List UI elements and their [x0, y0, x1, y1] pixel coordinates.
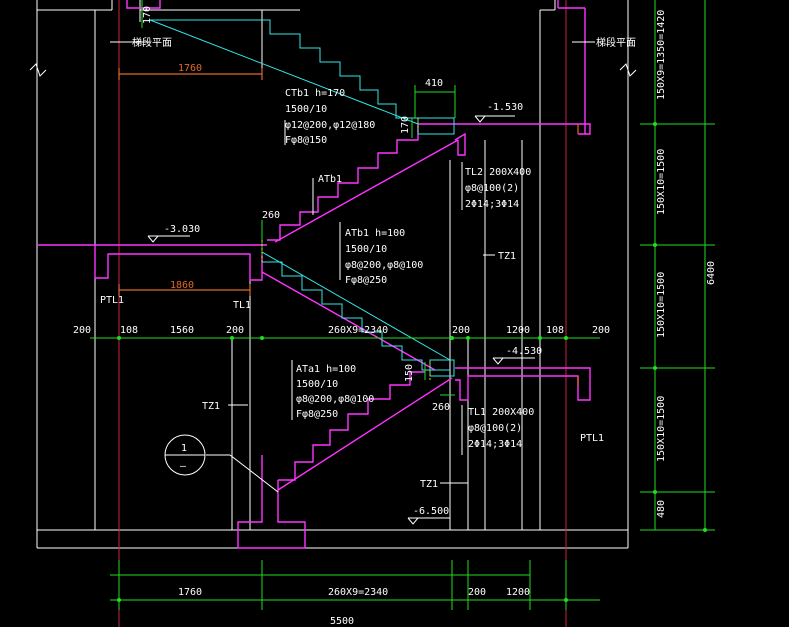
leaders [110, 41, 595, 525]
dim-row1-108a: 108 [120, 325, 138, 336]
atb1-line-4: Fφ8@250 [345, 275, 387, 286]
tl1-line-3: 2Φ14;3Φ14 [468, 439, 522, 450]
ptl1-left: PTL1 [100, 295, 124, 306]
joint-marks [261, 118, 431, 382]
right-dim-5: 480 [656, 500, 667, 518]
elevation-1530: -1.530 [487, 102, 523, 113]
dim-1860: 1860 [170, 280, 194, 291]
ata1-line-3: φ8@200,φ8@100 [296, 394, 374, 405]
stair-flights-cyan [149, 19, 455, 377]
tl2-line-2: φ8@100(2) [465, 183, 519, 194]
dim-410: 410 [425, 78, 443, 89]
dim-row1-200d: 200 [592, 325, 610, 336]
axis-lines [118, 0, 567, 627]
dim-260-mid: 260 [262, 210, 280, 221]
dim-1760-top: 1760 [178, 63, 202, 74]
dimension-ticks [117, 122, 707, 602]
atb1-line-1: ATb1 h=100 [345, 228, 405, 239]
floor-label-right: 梯段平面 [596, 36, 636, 49]
tl1-left: TL1 [233, 300, 251, 311]
dim-150: 150 [404, 364, 415, 382]
ata1-line-2: 1500/10 [296, 379, 338, 390]
elevation-4530: -4.530 [506, 346, 542, 357]
tz1-left: TZ1 [202, 401, 220, 412]
dim-row1-200c: 200 [452, 325, 470, 336]
floor-label-left: 梯段平面 [132, 36, 172, 49]
ctb1-line-2: 1500/10 [285, 104, 327, 115]
right-dim-2: 150X10=1500 [656, 149, 667, 215]
break-symbols [29, 63, 637, 77]
tl1-line-2: φ8@100(2) [468, 423, 522, 434]
elevation-3030: -3.030 [164, 224, 200, 235]
dim-row2-1200: 1200 [506, 587, 530, 598]
tl2-line-3: 2Φ14;3Φ14 [465, 199, 519, 210]
structure-outline [37, 0, 591, 549]
tz1-lower: TZ1 [420, 479, 438, 490]
dimension-lines [90, 0, 715, 610]
ata1-line-4: Fφ8@250 [296, 409, 338, 420]
tl2-line-1: TL2 200X400 [465, 167, 531, 178]
dim-row1-200b: 200 [226, 325, 244, 336]
ctb1-line-4: Fφ8@150 [285, 135, 327, 146]
right-total: 6400 [706, 261, 717, 285]
dim-row1-1200: 1200 [506, 325, 530, 336]
wall-lines [36, 0, 629, 549]
elevation-6500: -6.500 [413, 506, 449, 517]
dim-row1-1560: 1560 [170, 325, 194, 336]
dim-row2-200: 200 [468, 587, 486, 598]
atb1-line-2: 1500/10 [345, 244, 387, 255]
dim-260-low: 260 [432, 402, 450, 413]
right-dim-1: 150X9=1350=1420 [656, 10, 667, 100]
tz1-upper: TZ1 [498, 251, 516, 262]
right-dim-4: 150X10=1500 [656, 396, 667, 462]
orange-dimensions [118, 68, 579, 386]
section-ref: — [180, 461, 187, 472]
atb1-tag: ATb1 [318, 174, 342, 185]
tl1-line-1: TL1 200X400 [468, 407, 534, 418]
right-dim-3: 150X10=1500 [656, 272, 667, 338]
dim-row1-108b: 108 [546, 325, 564, 336]
dim-row1-stairs: 260X9=2340 [328, 325, 388, 336]
dim-row1-200a: 200 [73, 325, 91, 336]
atb1-line-3: φ8@200,φ8@100 [345, 260, 423, 271]
ptl1-right: PTL1 [580, 433, 604, 444]
dim-row2-1760: 1760 [178, 587, 202, 598]
dim-total-5500: 5500 [330, 616, 354, 627]
section-symbol [164, 434, 206, 476]
ctb1-line-3: φ12@200,φ12@180 [285, 120, 375, 131]
ata1-line-1: ATa1 h=100 [296, 364, 356, 375]
dim-170-left: 170 [400, 116, 411, 134]
dim-row2-stairs: 260X9=2340 [328, 587, 388, 598]
dim-170-top: 170 [142, 6, 153, 24]
section-number: 1 [181, 443, 187, 454]
ctb1-line-1: CTb1 h=170 [285, 88, 345, 99]
